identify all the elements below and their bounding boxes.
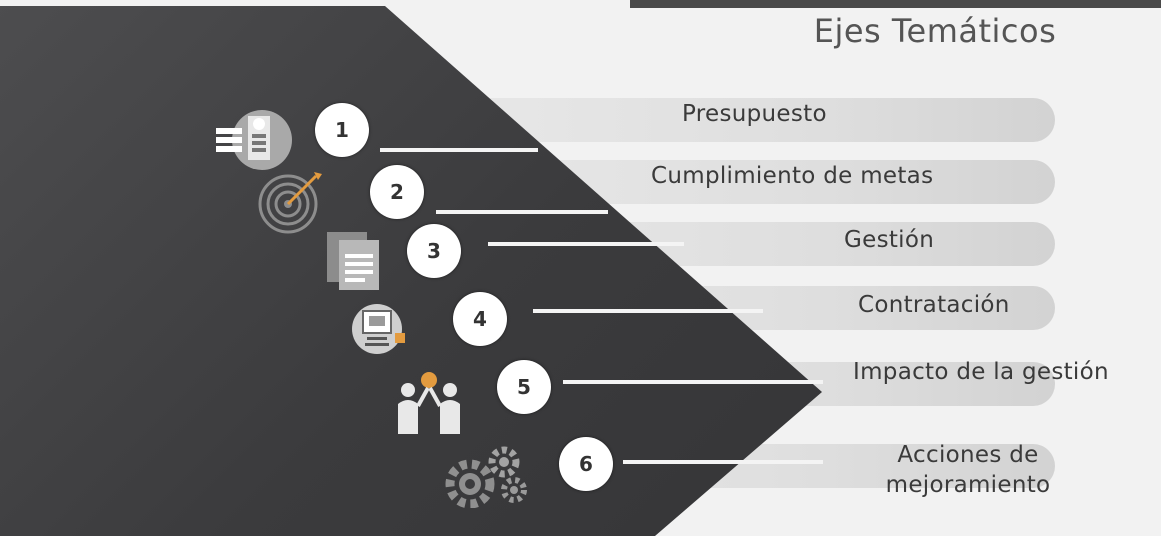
documents-icon	[327, 232, 379, 290]
item-number-5: 5	[497, 360, 551, 414]
connector-line-2	[436, 210, 608, 214]
budget-document-icon	[216, 110, 292, 170]
item-label-2: Cumplimiento de metas	[651, 163, 934, 189]
connector-line-6	[623, 460, 823, 464]
gears-icon	[445, 446, 527, 508]
connector-line-4	[533, 309, 763, 313]
item-number-6: 6	[559, 437, 613, 491]
item-number-2: 2	[370, 165, 424, 219]
item-number-3: 3	[407, 224, 461, 278]
item-label-3: Gestión	[844, 227, 935, 253]
connector-line-1	[380, 148, 538, 152]
item-number-1: 1	[315, 103, 369, 157]
item-label-6: Acciones de mejoramiento	[885, 442, 1051, 498]
item-number-4: 4	[453, 292, 507, 346]
connector-line-3	[488, 242, 684, 246]
connector-line-5	[563, 380, 823, 384]
diagram-title: Ejes Temáticos	[813, 12, 1057, 50]
contract-presentation-icon	[352, 304, 405, 354]
target-icon	[258, 172, 322, 234]
top-accent-bar	[630, 0, 1161, 8]
people-teamwork-icon	[398, 372, 460, 434]
item-label-4: Contratación	[858, 292, 1010, 318]
item-label-1: Presupuesto	[682, 101, 827, 127]
item-label-5: Impacto de la gestión	[853, 359, 1109, 385]
label-band-1	[470, 98, 1055, 142]
